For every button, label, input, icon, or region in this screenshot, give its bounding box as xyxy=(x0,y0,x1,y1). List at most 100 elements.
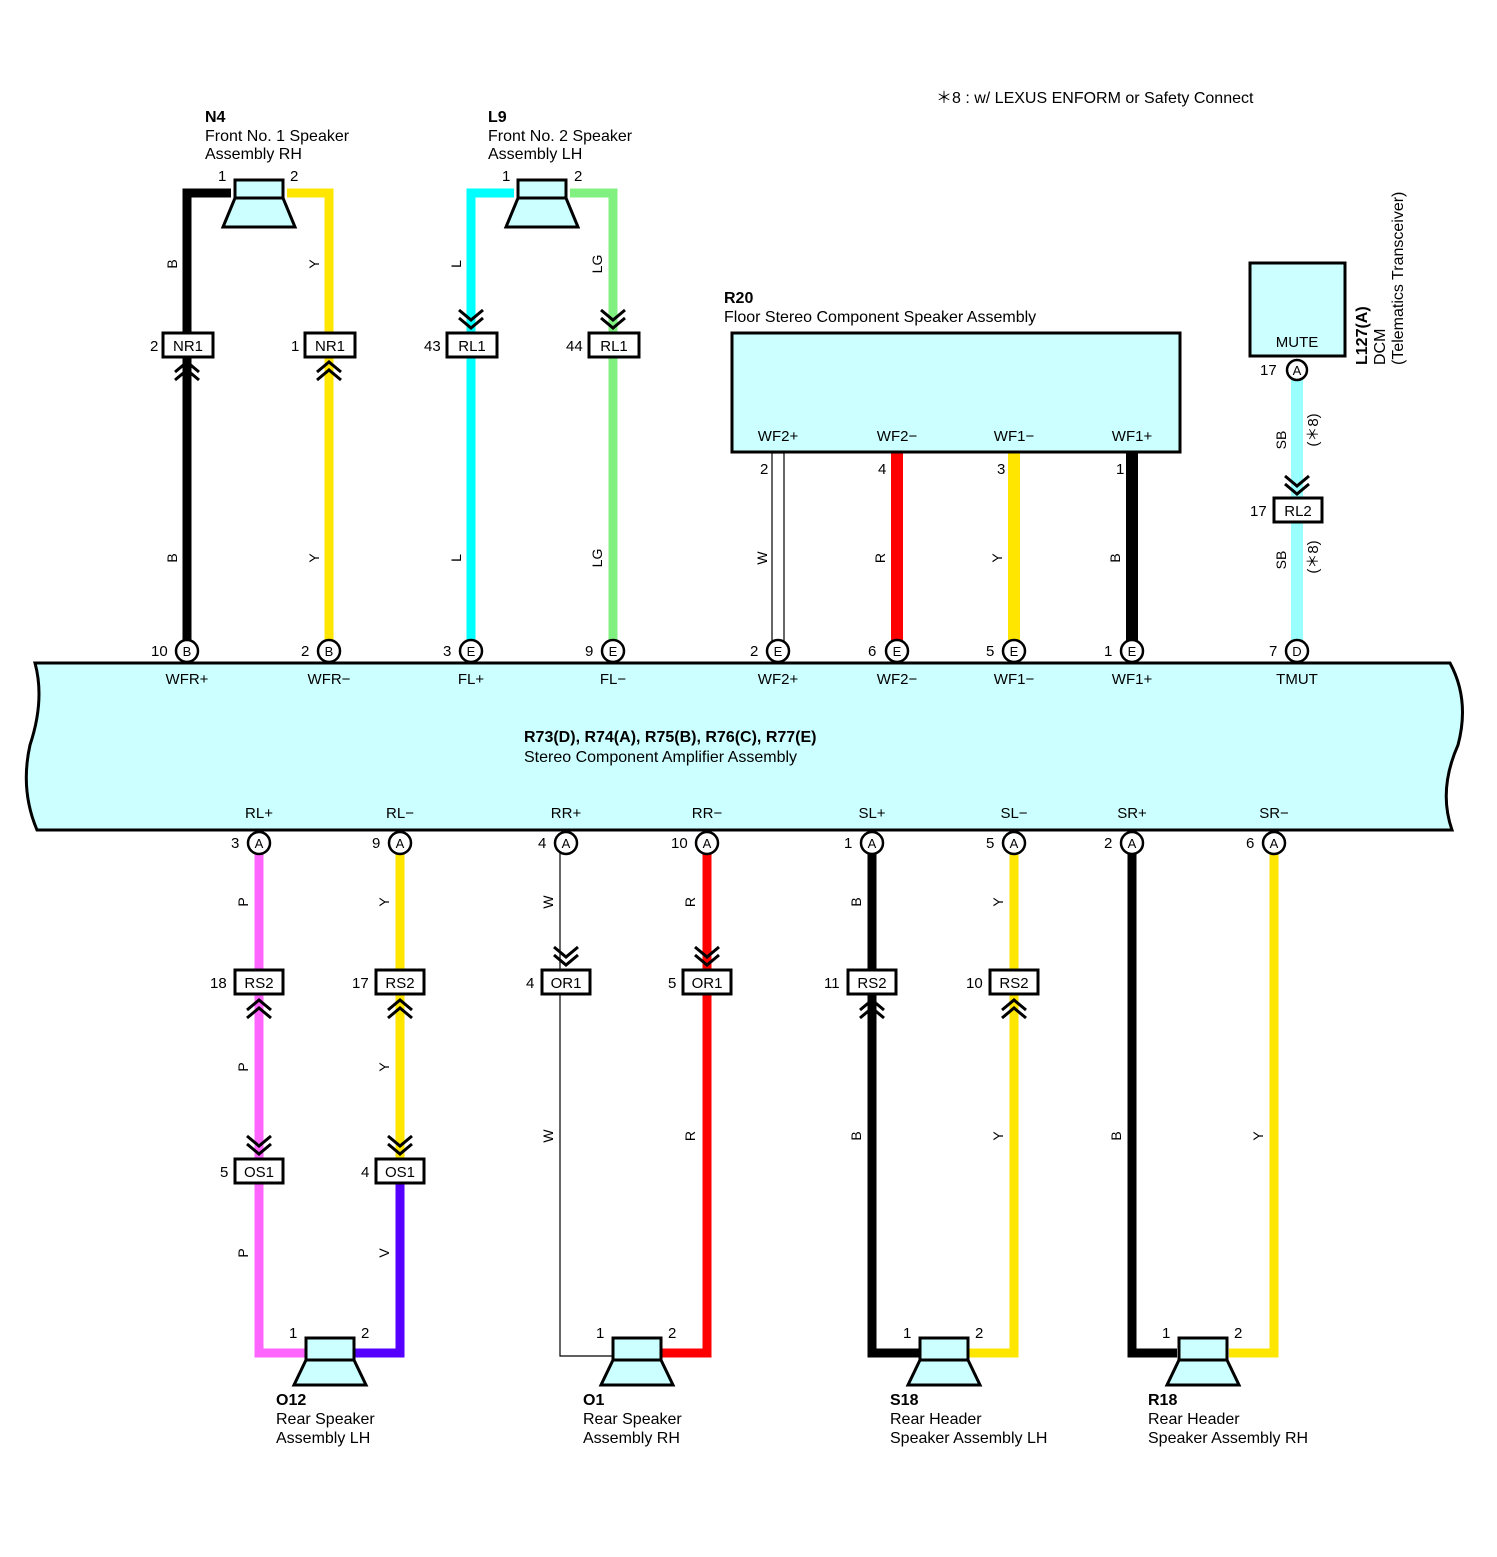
svg-text:1: 1 xyxy=(1104,643,1112,660)
svg-text:SL−: SL− xyxy=(1000,805,1027,822)
svg-text:2: 2 xyxy=(975,1325,983,1342)
svg-text:18: 18 xyxy=(210,975,227,992)
svg-text:43: 43 xyxy=(424,338,441,355)
svg-text:TMUT: TMUT xyxy=(1276,671,1318,688)
svg-text:RL+: RL+ xyxy=(245,805,273,822)
svg-text:RR−: RR− xyxy=(692,805,723,822)
svg-text:10: 10 xyxy=(151,643,168,660)
top-wires xyxy=(182,188,1303,651)
svg-text:2: 2 xyxy=(750,643,758,660)
svg-text:B: B xyxy=(164,553,180,562)
svg-text:RL1: RL1 xyxy=(600,338,628,355)
svg-text:5: 5 xyxy=(220,1164,228,1181)
svg-text:OS1: OS1 xyxy=(244,1164,274,1181)
svg-text:E: E xyxy=(467,644,476,659)
svg-text:R: R xyxy=(872,553,888,563)
svg-text:RL−: RL− xyxy=(386,805,414,822)
svg-text:1: 1 xyxy=(844,835,852,852)
svg-text:FL−: FL− xyxy=(600,671,627,688)
l9-name-2: Assembly LH xyxy=(488,146,582,163)
svg-text:L: L xyxy=(448,260,464,268)
svg-text:2: 2 xyxy=(668,1325,676,1342)
svg-text:RL2: RL2 xyxy=(1284,503,1312,520)
svg-text:E: E xyxy=(609,644,618,659)
svg-text:Y: Y xyxy=(306,259,322,269)
n4-name-2: Assembly RH xyxy=(205,146,302,163)
svg-text:OR1: OR1 xyxy=(551,975,582,992)
speaker-s18: 1 2 xyxy=(903,1325,983,1387)
svg-text:WF1−: WF1− xyxy=(994,428,1035,445)
svg-text:L: L xyxy=(448,554,464,562)
svg-text:5: 5 xyxy=(668,975,676,992)
speaker-o1: 1 2 xyxy=(596,1325,676,1387)
s18-name-2: Speaker Assembly LH xyxy=(890,1430,1047,1447)
svg-text:A: A xyxy=(868,836,877,851)
speaker-n4: 1 2 xyxy=(218,168,298,229)
svg-text:LG: LG xyxy=(589,255,605,274)
svg-text:E: E xyxy=(1128,644,1137,659)
wire-fl-plus xyxy=(466,188,514,650)
svg-text:W: W xyxy=(540,1129,556,1143)
svg-text:11: 11 xyxy=(824,975,840,992)
svg-text:E: E xyxy=(1010,644,1019,659)
l9-code: L9 xyxy=(488,109,507,126)
svg-text:Y: Y xyxy=(990,897,1006,907)
speaker-l9: 1 2 xyxy=(502,168,582,229)
svg-text:2: 2 xyxy=(290,168,298,185)
o12-name-1: Rear Speaker xyxy=(276,1411,375,1428)
svg-text:2: 2 xyxy=(150,338,158,355)
svg-text:Y: Y xyxy=(989,553,1005,563)
svg-text:1: 1 xyxy=(218,168,226,185)
amplifier-body xyxy=(24,661,1464,832)
svg-text:2: 2 xyxy=(760,461,768,478)
svg-text:SL+: SL+ xyxy=(858,805,885,822)
o1-name-1: Rear Speaker xyxy=(583,1411,682,1428)
svg-text:WF1+: WF1+ xyxy=(1112,428,1153,445)
svg-text:RS2: RS2 xyxy=(244,975,273,992)
wire-rl-plus xyxy=(254,842,305,1358)
svg-text:1: 1 xyxy=(596,1325,604,1342)
svg-text:(Telematics Transceiver): (Telematics Transceiver) xyxy=(1390,192,1407,365)
speaker-o12: 1 2 xyxy=(289,1325,369,1387)
svg-text:4: 4 xyxy=(361,1164,369,1181)
svg-text:OR1: OR1 xyxy=(692,975,723,992)
amp-top-terminals: B 10 WFR+ B 2 WFR− E 3 FL+ E 9 FL− E 2 W… xyxy=(151,638,1318,688)
s18-name-1: Rear Header xyxy=(890,1411,982,1428)
wire-sl-plus xyxy=(867,842,919,1358)
svg-text:17: 17 xyxy=(352,975,369,992)
dcm-label: L127(A) DCM (Telematics Transceiver) xyxy=(1354,192,1407,365)
svg-text:R: R xyxy=(682,1131,698,1141)
svg-text:SR+: SR+ xyxy=(1117,805,1147,822)
svg-text:9: 9 xyxy=(372,835,380,852)
svg-text:WF1+: WF1+ xyxy=(1112,671,1153,688)
svg-text:D: D xyxy=(1292,644,1301,659)
r18-name-1: Rear Header xyxy=(1148,1411,1240,1428)
svg-text:DCM: DCM xyxy=(1372,329,1389,365)
svg-text:P: P xyxy=(235,897,251,906)
svg-text:3: 3 xyxy=(231,835,239,852)
svg-text:6: 6 xyxy=(1246,835,1254,852)
svg-text:2: 2 xyxy=(1104,835,1112,852)
svg-text:A: A xyxy=(1270,836,1279,851)
svg-text:B: B xyxy=(183,644,192,659)
amp-name: Stereo Component Amplifier Assembly xyxy=(524,749,797,766)
wire-wfr-plus xyxy=(182,188,231,650)
svg-text:4: 4 xyxy=(538,835,546,852)
wire-sl-minus xyxy=(969,842,1019,1358)
svg-text:E: E xyxy=(774,644,783,659)
svg-text:SB: SB xyxy=(1273,551,1289,570)
bottom-wires xyxy=(254,842,1279,1358)
svg-text:1: 1 xyxy=(1162,1325,1170,1342)
svg-text:B: B xyxy=(325,644,334,659)
wire-sr-plus xyxy=(1127,842,1177,1358)
wire-sr-minus xyxy=(1229,842,1279,1358)
svg-text:1: 1 xyxy=(903,1325,911,1342)
svg-text:A: A xyxy=(255,836,264,851)
speaker-r18: 1 2 xyxy=(1162,1325,1242,1387)
r18-name-2: Speaker Assembly RH xyxy=(1148,1430,1308,1447)
wire-rr-minus xyxy=(662,842,712,1358)
top-chevrons xyxy=(174,308,1310,496)
svg-text:5: 5 xyxy=(986,643,994,660)
svg-text:SB: SB xyxy=(1273,431,1289,450)
bottom-connectors: RS2 18 RS2 17 OR1 4 OR1 5 RS2 11 RS2 10 … xyxy=(210,968,1040,1185)
